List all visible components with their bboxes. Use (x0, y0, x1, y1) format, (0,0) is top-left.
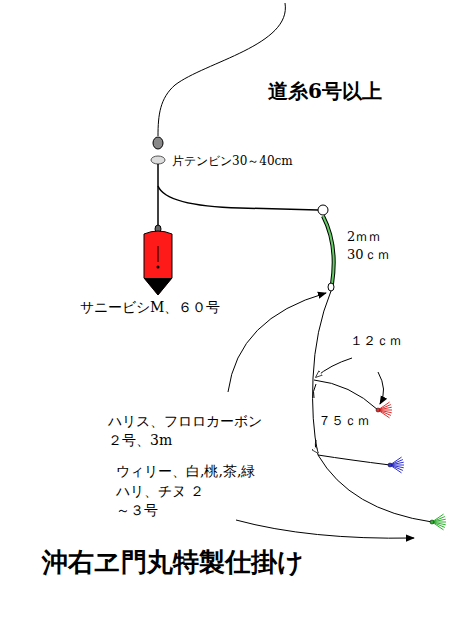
willy-fly (430, 520, 434, 524)
cushion-rubber (323, 216, 334, 284)
ring (151, 156, 165, 164)
dimension-arrow (378, 372, 384, 404)
length-arrow (236, 520, 414, 538)
leader (313, 291, 432, 522)
length-arrow (228, 293, 326, 392)
swivel (153, 137, 163, 149)
dimension-arrow (316, 358, 352, 377)
sinker-spec: サニービシM、６０号 (80, 298, 220, 317)
willy-spec: ウィリー、白,桃,茶,緑 (116, 462, 255, 481)
sinker-mark (158, 246, 159, 262)
sinker-tip (144, 278, 172, 295)
hook-spec: ハリ、チヌ ２～３号 (116, 482, 206, 520)
main-line (158, 3, 285, 136)
cushion-rubber (323, 216, 334, 284)
dimension-arrow (315, 440, 318, 453)
branch (318, 455, 390, 465)
tenbin-rod (157, 164, 159, 226)
swivel (328, 283, 334, 291)
tenbin-arm (158, 186, 318, 210)
arm-ring (318, 205, 328, 215)
dimension: １２ｃｍ (350, 332, 402, 350)
dimension: 2ｍｍ 30ｃｍ (347, 228, 396, 263)
branch (314, 380, 378, 410)
sinker (144, 231, 172, 295)
dimension: ７５ｃｍ (318, 412, 370, 430)
sinker-dot (157, 266, 160, 269)
leader-spec: ハリス、フロロカーボン ２号、3m (108, 412, 270, 450)
willy-fly (388, 463, 392, 467)
tenbin-spec: 片テンビン30～40cm (172, 153, 293, 169)
rig-caption: 沖右ヱ門丸特製仕掛け (42, 545, 304, 580)
willy-fly (376, 408, 380, 412)
line-spec: 道糸6号以上 (268, 78, 382, 105)
dimension-arrow (313, 384, 316, 398)
